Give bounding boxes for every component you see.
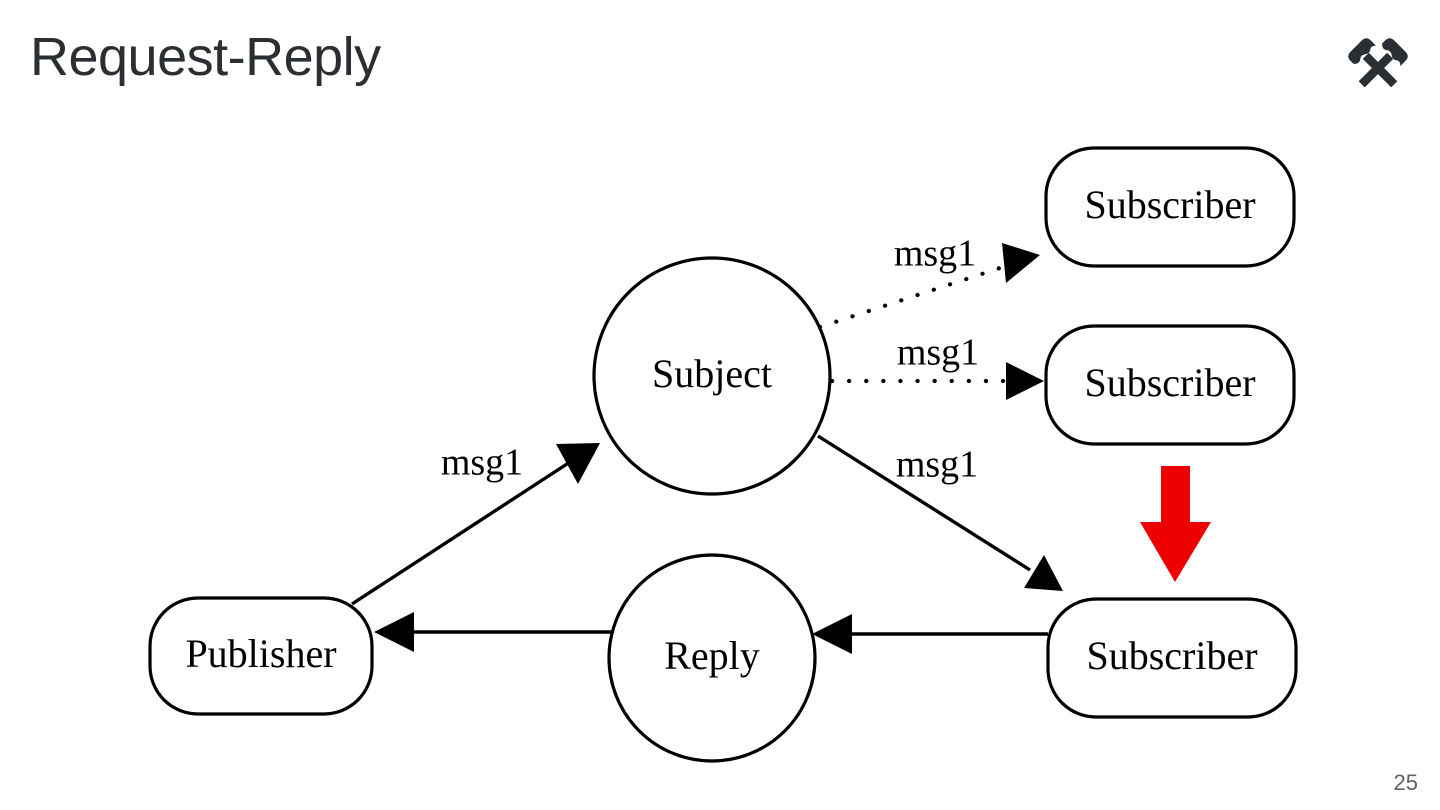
arrowhead-icon [1006, 362, 1044, 400]
edge-reply-to-publisher [374, 612, 611, 652]
edge-publisher-to-subject [351, 443, 600, 606]
node-publisher-label: Publisher [185, 631, 336, 676]
edge-label-subject-to-subscriber-bottom: msg1 [896, 444, 978, 486]
red-down-arrow-icon [1140, 466, 1211, 582]
node-subscriber-middle[interactable]: Subscriber [1044, 324, 1296, 446]
edge-subscriber-bottom-to-reply [812, 614, 1048, 654]
node-subject[interactable]: Subject [592, 256, 832, 496]
node-subscriber-top-label: Subscriber [1084, 182, 1255, 227]
edge-subject-to-subscriber-mid [829, 362, 1044, 400]
node-subscriber-bottom-label: Subscriber [1086, 633, 1257, 678]
arrowhead-icon [374, 612, 414, 652]
node-reply[interactable]: Reply [607, 553, 817, 763]
edge-label-publisher-to-subject: msg1 [441, 442, 523, 484]
node-subscriber-middle-label: Subscriber [1084, 360, 1255, 405]
arrowhead-icon [556, 443, 600, 484]
edge-subject-to-subscriber-bottom [817, 434, 1063, 591]
edge-label-subject-to-subscriber-top: msg1 [894, 233, 976, 275]
node-publisher[interactable]: Publisher [148, 596, 374, 716]
arrowhead-icon [812, 614, 852, 654]
edge-label-subject-to-subscriber-middle: msg1 [897, 332, 979, 374]
node-subject-label: Subject [652, 351, 772, 396]
page-title: Request-Reply [30, 27, 381, 87]
node-subscriber-bottom[interactable]: Subscriber [1046, 597, 1298, 719]
arrowhead-icon [1024, 555, 1063, 591]
node-subscriber-top[interactable]: Subscriber [1044, 146, 1296, 268]
page-number: 25 [1393, 770, 1418, 795]
crossed-hammers-icon [1342, 32, 1414, 104]
node-reply-label: Reply [664, 633, 760, 678]
edge-subject-to-subscriber-top [817, 243, 1040, 330]
arrowhead-icon [1002, 243, 1040, 283]
